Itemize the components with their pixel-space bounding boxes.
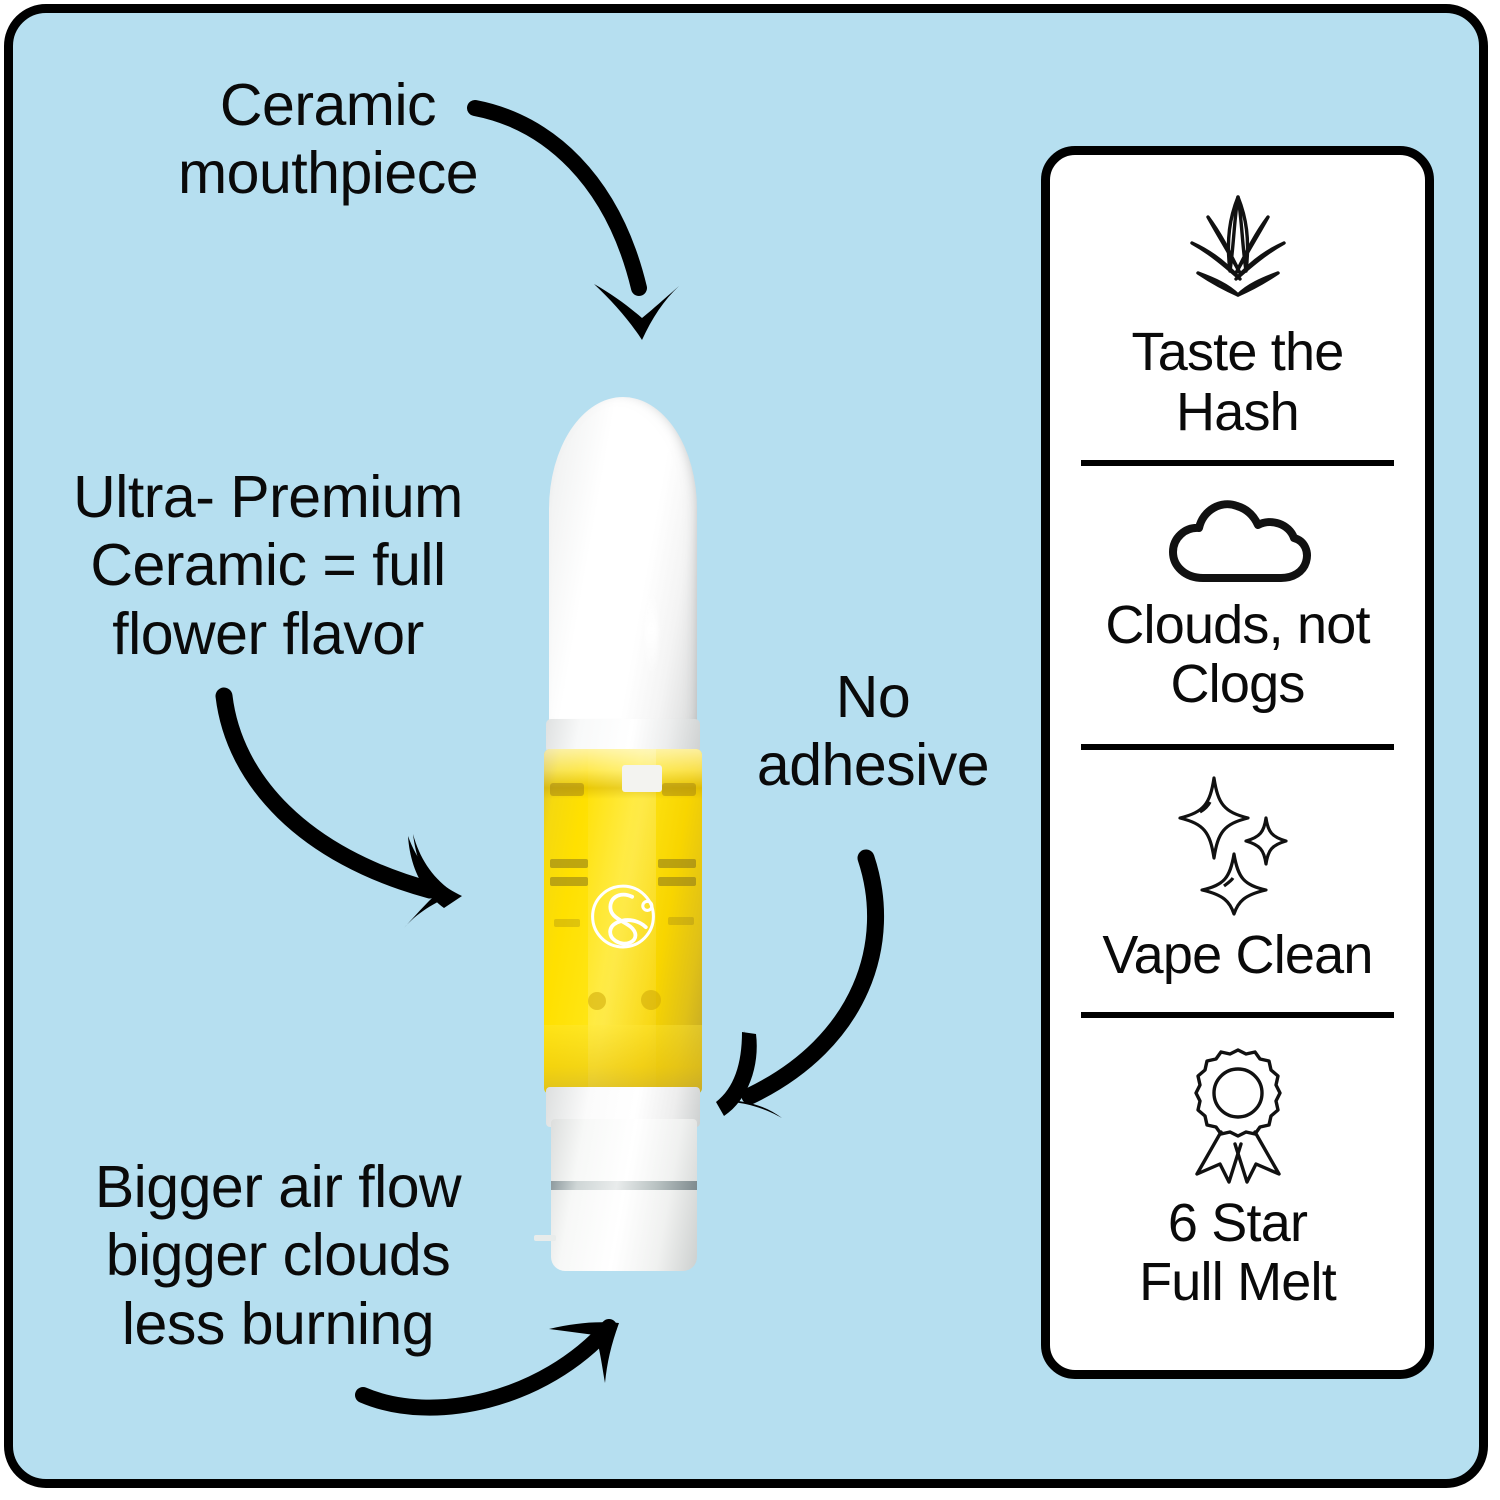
feature-label: Taste the Hash	[1131, 322, 1345, 442]
upper-collar	[546, 719, 700, 753]
airflow-slot	[554, 919, 580, 927]
oil-fill-lower	[544, 1025, 702, 1094]
swirl-ampersand-logo-icon	[591, 884, 655, 949]
airflow-slot	[550, 859, 588, 868]
curved-arrow-down-left-icon	[716, 849, 885, 1118]
oil-bubble	[588, 992, 606, 1010]
oil-bubble	[641, 990, 661, 1010]
vape-cartridge-image	[532, 397, 717, 1277]
glass-oil-chamber	[544, 749, 702, 1094]
ceramic-base-part	[551, 1119, 697, 1271]
panel-divider	[1081, 460, 1394, 466]
mouthpiece-highlight	[645, 587, 658, 679]
annotation-ultra-premium-ceramic: Ultra- Premium Ceramic = full flower fla…	[73, 464, 463, 667]
award-ribbon-icon	[1193, 1047, 1282, 1184]
annotation-bigger-air-flow: Bigger air flow bigger clouds less burni…	[94, 1154, 462, 1357]
annotation-ceramic-mouthpiece: Ceramic mouthpiece	[177, 72, 479, 207]
intake-port-left	[550, 783, 584, 796]
annotation-no-adhesive: No adhesive	[756, 664, 990, 799]
cannabis-leaf-icon	[1189, 195, 1286, 297]
sparkles-icon	[1177, 776, 1288, 916]
poster-frame: Ceramic mouthpiece Ultra- Premium Cerami…	[4, 4, 1488, 1488]
airflow-slot	[668, 917, 694, 925]
ceramic-core-chip	[622, 765, 662, 792]
feature-item-clouds-not-clogs: Clouds, not Clogs	[1050, 466, 1425, 744]
panel-divider	[1081, 1012, 1394, 1018]
feature-item-taste-the-hash: Taste the Hash	[1050, 155, 1425, 460]
cloud-icon	[1168, 499, 1311, 582]
airflow-slot	[658, 877, 696, 886]
ceramic-mouthpiece-part	[549, 397, 697, 727]
feature-label: Vape Clean	[1102, 925, 1373, 986]
feature-panel: Taste the Hash Clouds, not Clogs	[1041, 146, 1434, 1379]
curved-arrow-down-right-icon	[215, 687, 462, 928]
intake-port-right	[662, 783, 696, 796]
feature-label: Clouds, not Clogs	[1105, 594, 1370, 714]
airflow-slot	[550, 877, 588, 886]
feature-item-vape-clean: Vape Clean	[1050, 750, 1425, 1012]
feature-label: 6 Star Full Melt	[1139, 1192, 1337, 1312]
contact-pin	[534, 1235, 556, 1241]
airflow-slot	[658, 859, 696, 868]
feature-item-6-star-full-melt: 6 Star Full Melt	[1050, 1018, 1425, 1338]
panel-divider	[1081, 744, 1394, 750]
metal-ring	[551, 1181, 697, 1190]
